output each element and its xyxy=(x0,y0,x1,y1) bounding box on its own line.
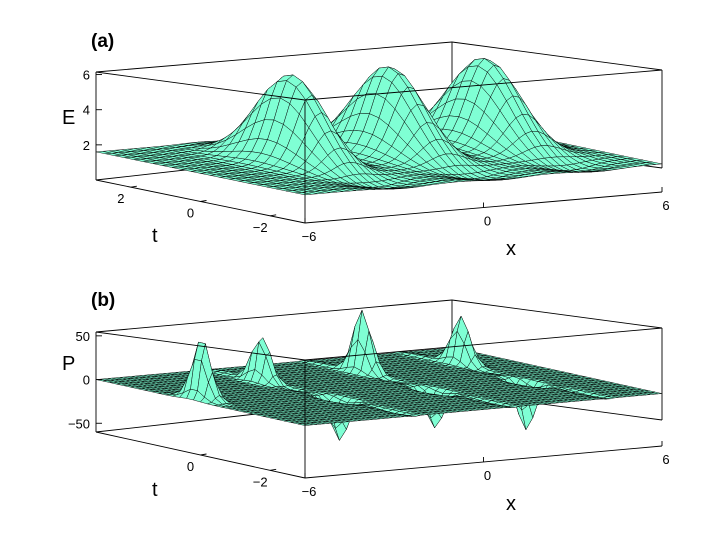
panel-b-surface-mesh xyxy=(95,309,663,442)
panel-b-mesh-cell-2699 xyxy=(297,423,310,426)
panel-a-x-tick-label-1: 0 xyxy=(484,214,491,229)
panel-a-t-tick-label-2: 2 xyxy=(117,191,124,206)
panel-a-edge-back-top-right xyxy=(451,41,663,71)
panel-b-x-axis-label: x xyxy=(506,493,516,515)
panel-a-surface-plot: (a) −6 0 6 −2 0 2 2 4 6 E t x xyxy=(62,31,670,260)
panel-b-edge-front-top-left xyxy=(95,331,306,361)
panel-b-x-tick-label-0: −6 xyxy=(302,484,317,499)
panel-b-t-tick-1 xyxy=(200,453,207,456)
panel-a-label: (a) xyxy=(91,31,114,52)
panel-a-z-tick-label-1: 4 xyxy=(83,103,90,118)
panel-b-surface-plot: (b) −6 0 6 −2 0 −50 0 50 P t x xyxy=(62,290,670,515)
panel-a-z-axis-label: E xyxy=(62,107,75,129)
panel-b-x-tick-label-2: 6 xyxy=(662,452,669,467)
panel-a-t-tick-1 xyxy=(200,200,207,202)
panel-a-t-tick-label-0: −2 xyxy=(253,220,268,235)
panel-a-edge-front-top-left xyxy=(95,71,306,101)
panel-a-edge-back-top xyxy=(95,41,453,73)
panel-a-x-tick-label-2: 6 xyxy=(662,198,669,213)
panel-b-t-tick-0 xyxy=(270,468,277,471)
panel-a-mesh-cell-1231 xyxy=(295,192,312,196)
panel-b-edge-back-top xyxy=(95,299,453,333)
panel-a-surface-mesh xyxy=(95,58,663,196)
panel-a-t-tick-label-1: 0 xyxy=(187,206,194,221)
panel-b-edge-back-top-right xyxy=(451,299,663,329)
panel-b-t-axis-label: t xyxy=(152,479,158,501)
panel-a-z-tick-label-0: 2 xyxy=(83,138,90,153)
panel-b-t-tick-label-1: 0 xyxy=(187,459,194,474)
panel-b-x-tick-label-1: 0 xyxy=(484,468,491,483)
panel-a-edge-front-top-right xyxy=(304,69,663,101)
panel-b-label: (b) xyxy=(91,290,115,311)
panel-a-ticks: −6 0 6 −2 0 2 2 4 6 xyxy=(83,68,670,244)
panel-a-t-tick-2 xyxy=(130,185,137,188)
panel-a-x-axis-label: x xyxy=(506,238,516,260)
panel-b-edge-front-top-right xyxy=(304,327,663,361)
panel-b-z-tick-label-1: 0 xyxy=(83,373,90,388)
panel-a-t-tick-0 xyxy=(270,214,277,217)
panel-b-z-tick-label-2: 50 xyxy=(76,329,90,344)
panel-a-x-tick-label-0: −6 xyxy=(302,229,317,244)
panel-a-t-axis-label: t xyxy=(152,225,158,247)
panel-b-ticks: −6 0 6 −2 0 −50 0 50 xyxy=(68,329,670,499)
panel-b-t-tick-label-0: −2 xyxy=(253,474,268,489)
panel-b-z-tick-label-0: −50 xyxy=(68,416,90,431)
panel-b-z-axis-label: P xyxy=(62,353,75,375)
panel-a-z-tick-label-2: 6 xyxy=(83,68,90,83)
